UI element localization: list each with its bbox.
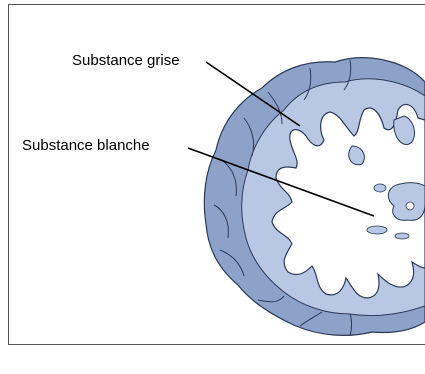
label-white-matter: Substance blanche — [22, 138, 150, 153]
label-grey-matter: Substance grise — [72, 53, 180, 68]
small-nucleus-2 — [367, 226, 387, 234]
central-structure — [388, 183, 425, 221]
central-hole — [406, 202, 414, 210]
small-nucleus-3 — [395, 233, 409, 239]
small-nucleus-1 — [374, 184, 386, 192]
